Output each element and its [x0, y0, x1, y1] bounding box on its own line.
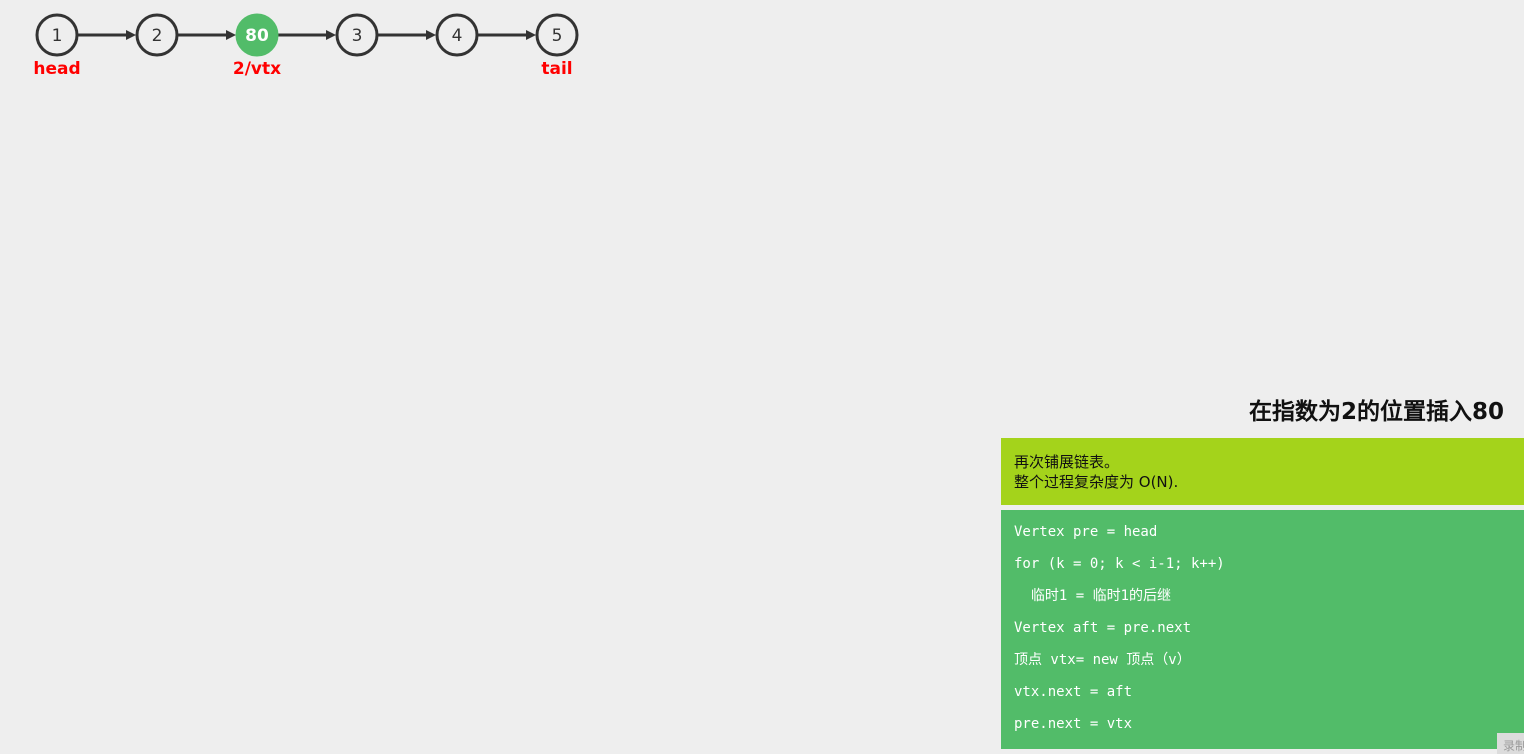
node-label: tail — [541, 59, 572, 79]
record-tab[interactable]: 录制 — [1497, 733, 1524, 754]
node-circle — [35, 13, 79, 57]
code-line-6: vtx.next = aft — [1014, 684, 1133, 700]
list-node: 80 2/vtx — [233, 13, 281, 79]
node-label: head — [33, 59, 80, 79]
node-circle — [235, 13, 279, 57]
node-value: 5 — [552, 26, 563, 46]
node-circle — [135, 13, 179, 57]
status-panel: 再次铺展链表。 整个过程复杂度为 O(N). — [1001, 438, 1524, 505]
node-value: 3 — [352, 26, 363, 46]
edge-arrowhead — [526, 30, 536, 40]
node-value: 4 — [452, 26, 463, 46]
node-label: 2/vtx — [233, 59, 281, 79]
linked-list-visualization: 1 head 2 80 2/vtx 3 4 5 tail — [33, 13, 579, 79]
status-line-2: 整个过程复杂度为 O(N). — [1014, 473, 1179, 491]
status-line-1: 再次铺展链表。 — [1014, 453, 1120, 471]
list-node: 3 — [335, 13, 379, 57]
code-line-1: Vertex pre = head — [1014, 524, 1158, 540]
list-node: 5 tail — [535, 13, 579, 79]
code-line-3: 临时1 = 临时1的后继 — [1014, 588, 1172, 604]
code-line-7: pre.next = vtx — [1014, 716, 1133, 732]
edge-arrowhead — [326, 30, 336, 40]
code-line-2: for (k = 0; k < i-1; k++) — [1014, 556, 1225, 572]
node-circle — [535, 13, 579, 57]
pseudocode-panel: Vertex pre = head for (k = 0; k < i-1; k… — [1001, 510, 1524, 749]
node-value: 80 — [245, 26, 269, 46]
node-circle — [335, 13, 379, 57]
edge-arrowhead — [226, 30, 236, 40]
code-line-5: 顶点 vtx= new 顶点（v） — [1014, 652, 1191, 668]
node-value: 1 — [52, 26, 63, 46]
node-circle — [435, 13, 479, 57]
node-value: 2 — [152, 26, 163, 46]
list-node: 1 head — [33, 13, 81, 79]
list-node: 2 — [135, 13, 179, 57]
edge-arrowhead — [426, 30, 436, 40]
edge-arrowhead — [126, 30, 136, 40]
list-node: 4 — [435, 13, 479, 57]
operation-title: 在指数为2的位置插入80 — [1248, 399, 1504, 425]
code-line-4: Vertex aft = pre.next — [1014, 620, 1192, 636]
